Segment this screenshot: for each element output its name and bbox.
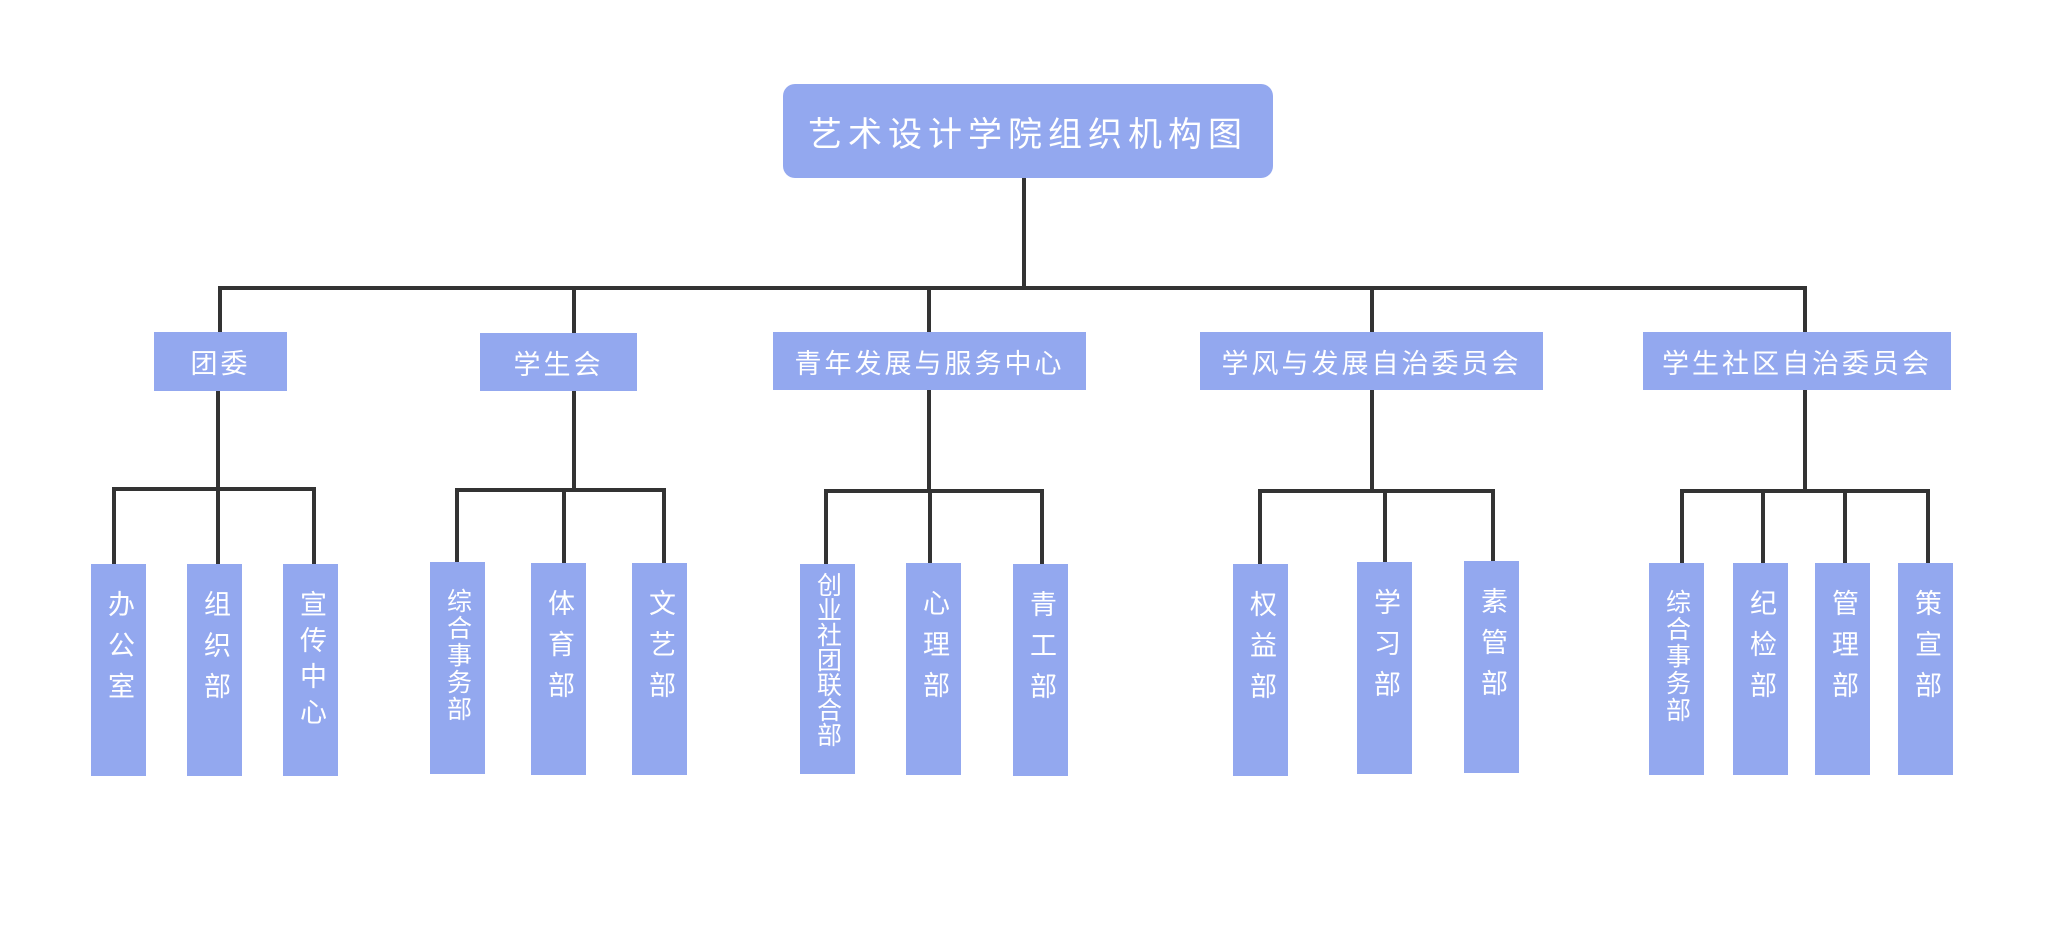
leaf-node-psychology: 心理部 <box>906 563 961 775</box>
branch-node-study-committee: 学风与发展自治委员会 <box>1200 332 1543 390</box>
leaf-node-quality-management: 素管部 <box>1464 561 1519 773</box>
leaf-node-discipline: 纪检部 <box>1733 563 1788 775</box>
root-node: 艺术设计学院组织机构图 <box>783 84 1273 178</box>
leaf-node-organization: 组织部 <box>187 564 242 776</box>
leaf-node-management: 管理部 <box>1815 563 1870 775</box>
leaf-node-general-affairs: 综合事务部 <box>430 562 485 774</box>
leaf-node-club-union: 创业社团联合部 <box>800 564 855 774</box>
branch-node-community-committee: 学生社区自治委员会 <box>1643 332 1951 390</box>
branch-node-student-union: 学生会 <box>480 333 637 391</box>
leaf-node-learning: 学习部 <box>1357 562 1412 774</box>
leaf-node-general-affairs-2: 综合事务部 <box>1649 563 1704 775</box>
branch-node-tuanwei: 团委 <box>154 332 287 391</box>
leaf-node-office: 办公室 <box>91 564 146 776</box>
branch-node-youth-center: 青年发展与服务中心 <box>773 332 1086 390</box>
leaf-node-arts: 文艺部 <box>632 563 687 775</box>
leaf-node-youth-work: 青工部 <box>1013 564 1068 776</box>
leaf-node-sports: 体育部 <box>531 563 586 775</box>
leaf-node-planning-publicity: 策宣部 <box>1898 563 1953 775</box>
leaf-node-rights: 权益部 <box>1233 564 1288 776</box>
leaf-node-publicity-center: 宣传中心 <box>283 564 338 776</box>
